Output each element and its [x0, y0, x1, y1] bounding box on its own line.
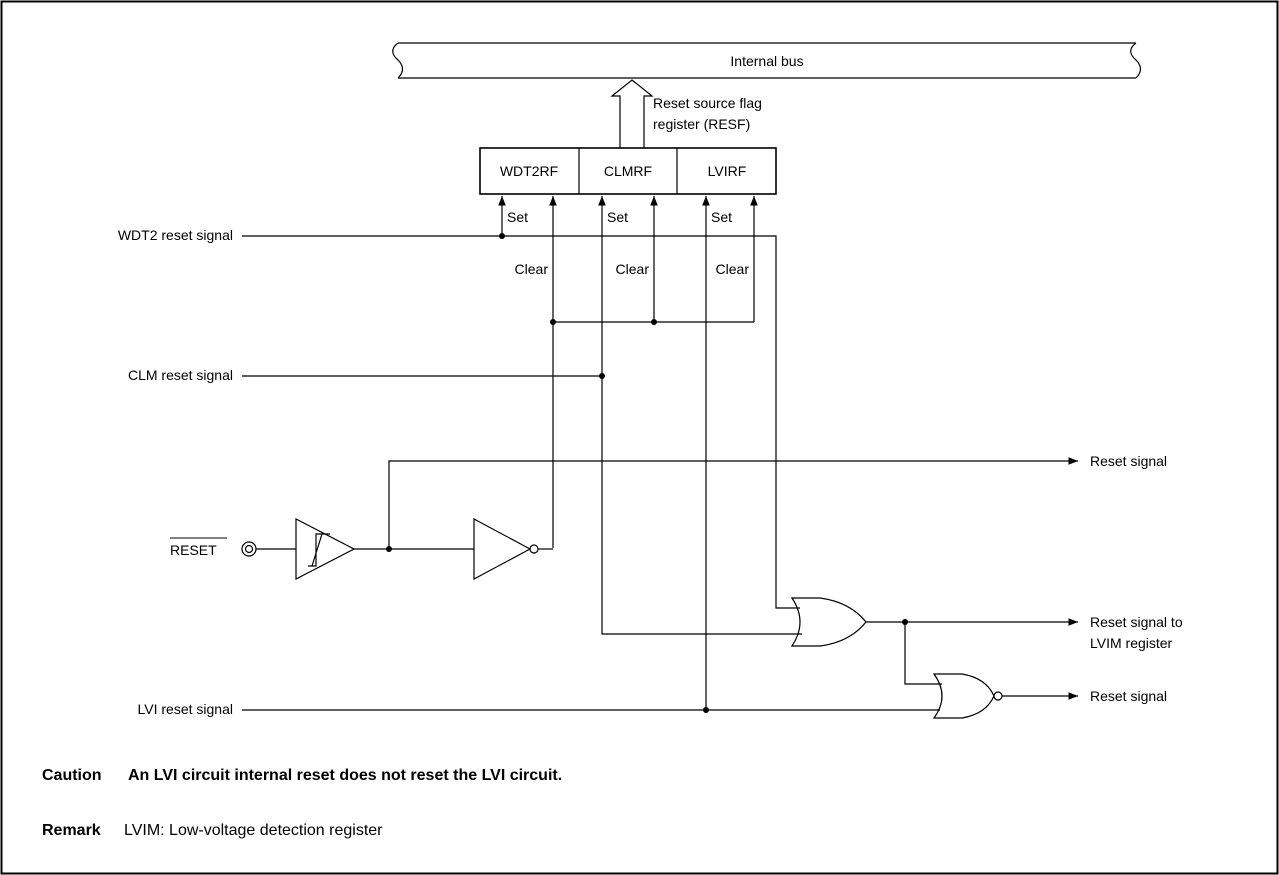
- clear-lines: Clear Clear Clear: [515, 196, 758, 548]
- resf-register: WDT2RF CLMRF LVIRF: [479, 147, 777, 195]
- or-to-nor-line: [904, 622, 942, 685]
- caution-label: Caution: [42, 767, 102, 784]
- flag-wdt2rf: WDT2RF: [500, 163, 558, 179]
- lvim-reset-label-line2: LVIM register: [1090, 635, 1173, 651]
- resf-label-line1: Reset source flag: [653, 95, 762, 111]
- reset-signal-top-label: Reset signal: [1090, 453, 1167, 469]
- caution-text: An LVI circuit internal reset does not r…: [128, 767, 562, 784]
- reset-pin-terminal: [241, 541, 257, 557]
- reset-pin-label: RESET: [170, 542, 217, 558]
- bus-transfer-arrow: [610, 79, 654, 148]
- or-gate: [790, 597, 867, 647]
- set-label-lvirf: Set: [711, 209, 732, 225]
- lvi-reset-line: LVI reset signal: [138, 701, 940, 717]
- flag-lvirf: LVIRF: [708, 163, 747, 179]
- wdt2-reset-label: WDT2 reset signal: [118, 227, 233, 243]
- reset-pin-path: RESET: [170, 457, 1078, 581]
- set-lines: Set Set Set: [498, 196, 732, 710]
- remark-text: LVIM: Low-voltage detection register: [124, 822, 383, 839]
- lvi-reset-label: LVI reset signal: [138, 701, 233, 717]
- internal-bus: Internal bus: [392, 42, 1142, 79]
- schmitt-buffer: [295, 518, 356, 580]
- clm-reset-label: CLM reset signal: [128, 367, 233, 383]
- reset-signal-bottom-label: Reset signal: [1090, 688, 1167, 704]
- nor-gate: [932, 673, 1003, 719]
- resf-label-line2: register (RESF): [653, 116, 750, 132]
- remark-label: Remark: [42, 822, 101, 839]
- set-label-clmrf: Set: [607, 209, 628, 225]
- clear-label-lvirf: Clear: [716, 261, 750, 277]
- schmitt-icon: [308, 533, 330, 567]
- clear-label-clmrf: Clear: [616, 261, 650, 277]
- internal-bus-label: Internal bus: [730, 53, 803, 69]
- set-label-wdt2rf: Set: [507, 209, 528, 225]
- clm-reset-line: CLM reset signal: [128, 367, 802, 635]
- lvim-reset-label-line1: Reset signal to: [1090, 614, 1183, 630]
- inverter: [473, 517, 532, 581]
- clear-label-wdt2rf: Clear: [515, 261, 549, 277]
- wdt2-reset-line: WDT2 reset signal: [118, 227, 800, 609]
- flag-clmrf: CLMRF: [604, 163, 652, 179]
